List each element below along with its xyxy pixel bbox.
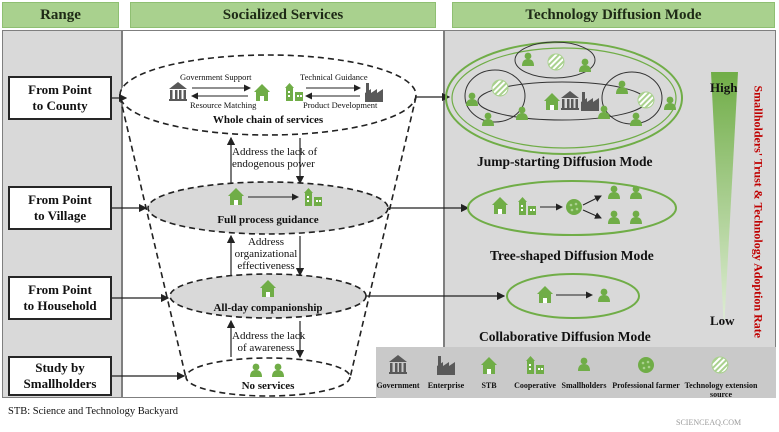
mode-tree-shaped: Tree-shaped Diffusion Mode [490, 248, 654, 263]
label-technical-guidance: Technical Guidance [300, 72, 368, 82]
scale-low: Low [710, 313, 735, 328]
level-full-process: Full process guidance [217, 214, 319, 226]
mode-jump-starting: Jump-starting Diffusion Mode [477, 154, 653, 169]
mode-collaborative: Collaborative Diffusion Mode [479, 329, 651, 344]
scale-title: Smallholders' Trust & Technology Adoptio… [751, 85, 766, 339]
legend-government: Government [376, 381, 420, 390]
level-whole-chain: Whole chain of services [212, 114, 324, 126]
legend-technology-extension-source: Technology extension source [684, 381, 758, 399]
services-header: Socialized Services [130, 2, 436, 28]
legend-stb: STB [481, 381, 497, 390]
scale-high: High [710, 80, 738, 95]
watermark: SCIENCEAQ.COM [676, 418, 742, 427]
label-resource-matching: Resource Matching [190, 100, 257, 110]
label-product-development: Product Development [303, 100, 378, 110]
level-all-day: All-day companionship [213, 302, 323, 314]
legend-smallholders: Smallholders [561, 381, 607, 390]
range-header: Range [2, 2, 119, 28]
level-no-services: No services [241, 380, 295, 392]
legend-cooperative: Cooperative [514, 381, 556, 390]
footnote: STB: Science and Technology Backyard [8, 406, 178, 417]
label-government-support: Government Support [180, 72, 252, 82]
legend-enterprise: Enterprise [427, 381, 465, 390]
mode-header: Technology Diffusion Mode [452, 2, 775, 28]
legend-professional-farmer: Professional farmer [612, 381, 680, 390]
